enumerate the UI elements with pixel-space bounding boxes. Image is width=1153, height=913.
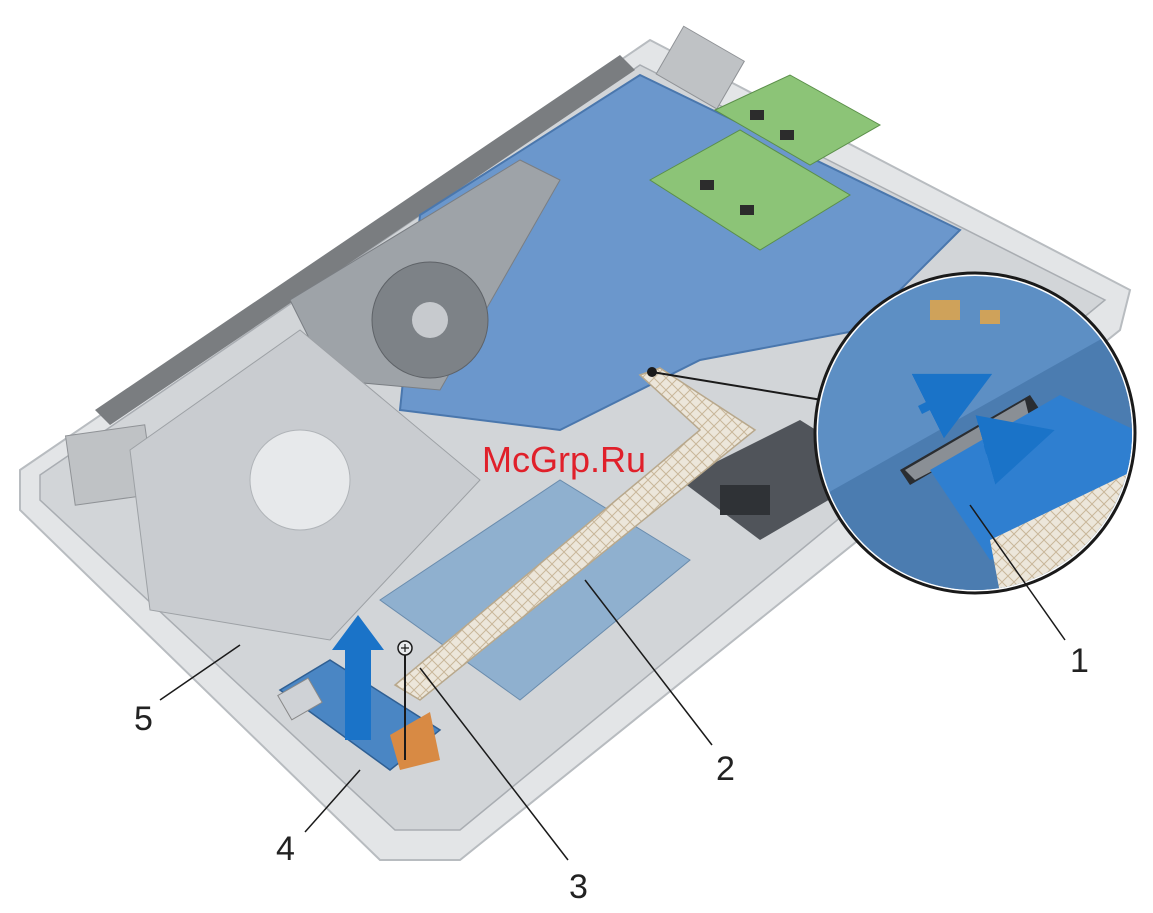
- zoom-detail: [815, 273, 1135, 593]
- callout-1: 1: [1070, 642, 1089, 680]
- watermark: McGrp.Ru: [482, 439, 646, 480]
- callout-3: 3: [569, 868, 588, 906]
- callout-4: 4: [276, 830, 295, 868]
- callout-2: 2: [716, 750, 735, 788]
- callout-5: 5: [134, 700, 153, 738]
